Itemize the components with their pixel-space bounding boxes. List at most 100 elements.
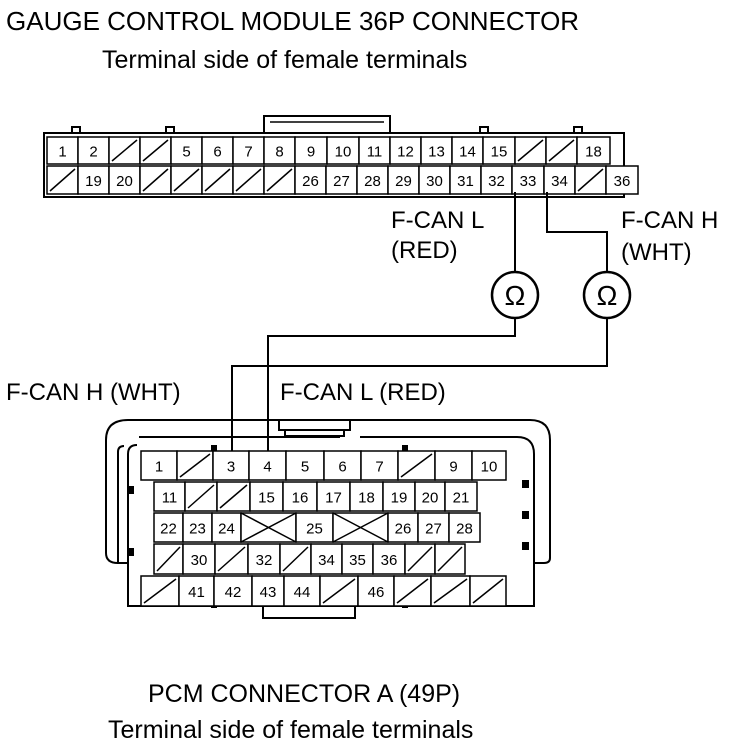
gauge-terminal-36: 36 [605, 165, 639, 195]
terminal-number: 34 [551, 173, 568, 190]
gauge-terminal-8: 8 [263, 136, 296, 165]
top-connector-subtitle: Terminal side of female terminals [102, 46, 467, 74]
terminal-number: 20 [116, 173, 133, 190]
fcan-h-top-label: F-CAN H [621, 207, 718, 234]
terminal-number: 6 [213, 144, 221, 161]
gauge-terminal-blank [46, 165, 79, 195]
terminal-number: 26 [302, 173, 319, 190]
ohmmeter-fcan-h: Ω [582, 270, 632, 320]
pcm-terminal-blank [153, 543, 184, 575]
ohm-icon: Ω [505, 280, 526, 311]
terminal-number: 21 [453, 490, 470, 507]
pcm-terminal-blank [216, 481, 251, 512]
fcan-h-bottom-label: F-CAN H (WHT) [6, 379, 181, 406]
pcm-terminal-24: 24 [211, 512, 242, 543]
terminal-number: 29 [395, 173, 412, 190]
terminal-number: 5 [301, 459, 309, 476]
gauge-terminal-12: 12 [389, 136, 422, 165]
terminal-number: 31 [457, 173, 474, 190]
pcm-terminal-plug [240, 512, 297, 543]
pcm-terminal-4: 4 [248, 450, 287, 481]
terminal-number: 26 [395, 521, 412, 538]
gauge-terminal-15: 15 [482, 136, 516, 165]
terminal-number: 10 [481, 459, 498, 476]
terminal-number: 24 [218, 521, 235, 538]
terminal-number: 18 [358, 490, 375, 507]
wires [231, 192, 608, 454]
gauge-terminal-9: 9 [294, 136, 328, 165]
terminal-number: 5 [182, 144, 190, 161]
gauge-terminal-32: 32 [480, 165, 513, 195]
pcm-terminal-23: 23 [182, 512, 213, 543]
pcm-terminal-blank [184, 481, 218, 512]
pcm-terminal-11: 11 [153, 481, 186, 512]
terminal-number: 10 [335, 144, 352, 161]
terminal-number: 19 [85, 173, 102, 190]
terminal-number: 32 [488, 173, 505, 190]
pcm-terminal-9: 9 [434, 450, 473, 481]
terminal-number: 42 [225, 584, 242, 601]
pcm-terminal-42: 42 [213, 575, 253, 607]
ohm-icon: Ω [597, 280, 618, 311]
gauge-terminal-13: 13 [420, 136, 453, 165]
fcan-l-top-color: (RED) [391, 237, 458, 264]
terminal-number: 17 [325, 490, 342, 507]
pcm-terminal-blank [430, 575, 471, 607]
pcm-terminal-blank [469, 575, 507, 607]
fcan-l-bottom-label: F-CAN L (RED) [280, 379, 446, 406]
terminal-number: 30 [426, 173, 443, 190]
pcm-terminal-10: 10 [471, 450, 507, 481]
pcm-terminal-27: 27 [417, 512, 450, 543]
terminal-number: 19 [391, 490, 408, 507]
pcm-terminal-30: 30 [182, 543, 216, 575]
terminal-number: 34 [318, 552, 335, 569]
gauge-terminal-31: 31 [449, 165, 482, 195]
terminal-number: 33 [520, 173, 537, 190]
gauge-terminal-blank [545, 136, 578, 165]
terminal-number: 36 [381, 552, 398, 569]
pcm-terminal-32: 32 [247, 543, 281, 575]
terminal-number: 1 [155, 459, 163, 476]
terminal-number: 15 [258, 490, 275, 507]
terminal-number: 9 [307, 144, 315, 161]
terminal-number: 36 [614, 173, 631, 190]
pcm-terminal-41: 41 [178, 575, 215, 607]
pcm-terminal-28: 28 [448, 512, 481, 543]
terminal-number: 46 [368, 584, 385, 601]
gauge-terminal-blank [574, 165, 607, 195]
top-connector-title: GAUGE CONTROL MODULE 36P CONNECTOR [6, 6, 579, 36]
terminal-number: 22 [160, 521, 177, 538]
gauge-terminal-blank [514, 136, 547, 165]
gauge-terminal-14: 14 [451, 136, 484, 165]
fcan-l-top-label: F-CAN L [391, 207, 484, 234]
terminal-number: 35 [349, 552, 366, 569]
terminal-number: 28 [364, 173, 381, 190]
gauge-terminal-blank [139, 165, 172, 195]
bottom-connector-title: PCM CONNECTOR A (49P) [148, 680, 460, 708]
terminal-number: 7 [375, 459, 383, 476]
pcm-terminal-20: 20 [414, 481, 446, 512]
terminal-number: 30 [191, 552, 208, 569]
terminal-number: 23 [189, 521, 206, 538]
gauge-terminal-2: 2 [77, 136, 110, 165]
pcm-terminal-44: 44 [283, 575, 321, 607]
pcm-terminal-25: 25 [295, 512, 334, 543]
pcm-terminal-15: 15 [249, 481, 284, 512]
pcm-terminal-46: 46 [357, 575, 395, 607]
terminal-number: 11 [367, 144, 383, 161]
gauge-terminal-33: 33 [511, 165, 545, 195]
pcm-terminal-35: 35 [341, 543, 374, 575]
pcm-terminal-blank [434, 543, 466, 575]
gauge-connector-36p [43, 115, 625, 198]
pcm-terminal-blank [393, 575, 432, 607]
pcm-terminal-16: 16 [282, 481, 318, 512]
gauge-terminal-7: 7 [232, 136, 265, 165]
gauge-terminal-blank [201, 165, 234, 195]
pcm-terminal-blank [140, 575, 180, 607]
terminal-number: 43 [260, 584, 277, 601]
pcm-terminal-plug [332, 512, 389, 543]
pcm-terminal-34: 34 [310, 543, 343, 575]
terminal-number: 3 [227, 459, 235, 476]
